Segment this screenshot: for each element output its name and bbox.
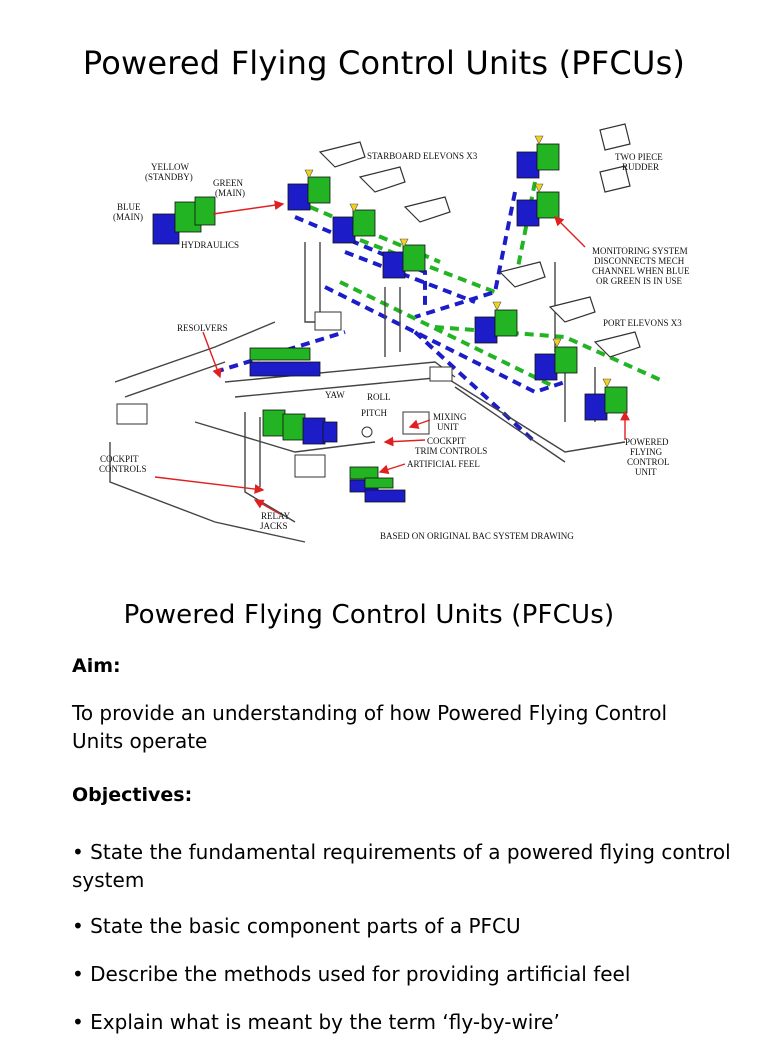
label-starboard-elevons: STARBOARD ELEVONS X3: [367, 151, 478, 161]
pfcu-system-diagram: YELLOW (STANDBY) GREEN (MAIN) BLUE (MAIN…: [95, 122, 695, 552]
label-green: GREEN: [213, 178, 243, 188]
label-jacks: JACKS: [260, 521, 288, 531]
diagram-labels: YELLOW (STANDBY) GREEN (MAIN) BLUE (MAIN…: [99, 151, 690, 541]
label-powered: POWERED: [625, 437, 669, 447]
mechanical-linkages: [109, 242, 626, 543]
objective-item: • Explain what is meant by the term ‘fly…: [72, 1010, 560, 1034]
section-title: Powered Flying Control Units (PFCUs): [123, 600, 615, 630]
page-title: Powered Flying Control Units (PFCUs): [82, 44, 686, 82]
objective-item: • State the fundamental requirements of …: [72, 840, 731, 892]
hydraulic-supply-block: [152, 196, 216, 245]
label-monitoring-4: OR GREEN IS IN USE: [596, 276, 683, 286]
pfcu-actuators: [287, 143, 628, 421]
diagram-svg: YELLOW (STANDBY) GREEN (MAIN) BLUE (MAIN…: [99, 123, 690, 543]
label-two-piece: TWO PIECE: [615, 152, 663, 162]
label-roll: ROLL: [367, 392, 391, 402]
servo-blocks: [249, 347, 406, 503]
label-rudder: RUDDER: [622, 162, 659, 172]
label-artificial-feel: ARTIFICIAL FEEL: [407, 459, 480, 469]
label-hydraulics: HYDRAULICS: [181, 240, 239, 250]
label-control: CONTROL: [627, 457, 670, 467]
label-cockpit: COCKPIT: [100, 454, 139, 464]
label-based-on: BASED ON ORIGINAL BAC SYSTEM DRAWING: [380, 531, 574, 541]
label-green-main: (MAIN): [215, 188, 245, 198]
label-cockpit-trim: COCKPIT: [427, 436, 466, 446]
label-controls: CONTROLS: [99, 464, 147, 474]
label-blue: BLUE: [117, 202, 141, 212]
mixing-unit-and-boxes: [116, 311, 453, 478]
label-yellow: YELLOW: [151, 162, 189, 172]
label-port-elevons: PORT ELEVONS X3: [603, 318, 682, 328]
label-unit: UNIT: [437, 422, 459, 432]
label-relay: RELAY: [261, 511, 291, 521]
objectives-list: • State the fundamental requirements of …: [72, 838, 732, 1056]
label-blue-main: (MAIN): [113, 212, 143, 222]
label-mixing: MIXING: [433, 412, 467, 422]
label-yaw: YAW: [325, 390, 345, 400]
label-unit-2: UNIT: [635, 467, 657, 477]
label-monitoring-3: CHANNEL WHEN BLUE: [592, 266, 690, 276]
label-monitoring-1: MONITORING SYSTEM: [592, 246, 688, 256]
label-standby: (STANDBY): [145, 172, 193, 182]
callout-arrows: [154, 200, 630, 515]
label-pitch: PITCH: [361, 408, 388, 418]
label-resolvers: RESOLVERS: [177, 323, 228, 333]
aim-heading: Aim:: [72, 655, 121, 677]
label-flying: FLYING: [630, 447, 663, 457]
control-surfaces: [318, 123, 641, 358]
label-monitoring-2: DISCONNECTS MECH: [594, 256, 685, 266]
objective-item: • Describe the methods used for providin…: [72, 962, 631, 986]
objective-item: • State the basic component parts of a P…: [72, 914, 521, 938]
label-trim-controls: TRIM CONTROLS: [415, 446, 487, 456]
aim-text: To provide an understanding of how Power…: [72, 701, 668, 753]
objectives-heading: Objectives:: [72, 784, 193, 806]
